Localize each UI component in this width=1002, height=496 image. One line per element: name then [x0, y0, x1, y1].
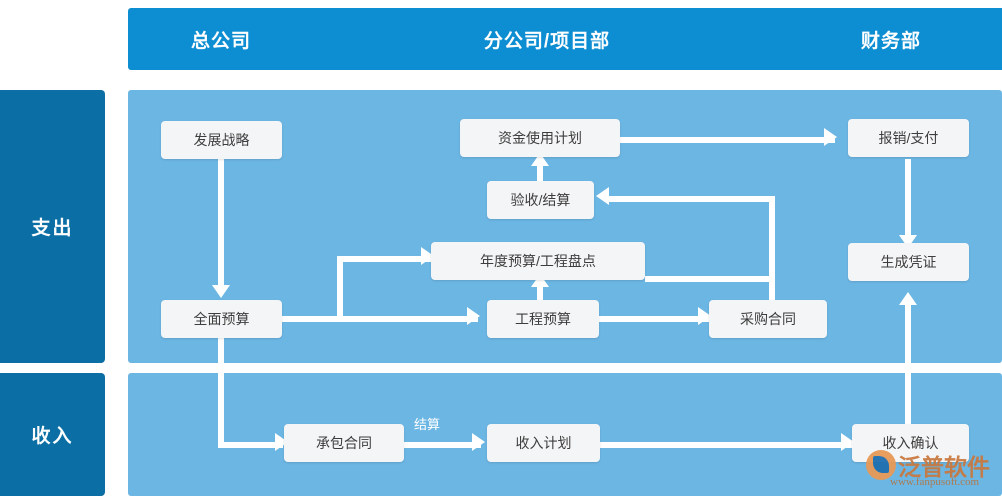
- connector-income-confirm-to-gen-voucher: [905, 300, 911, 425]
- connector-purchase-contract-up: [769, 196, 775, 300]
- node-annual-budget[interactable]: 年度预算/工程盘点: [431, 242, 645, 280]
- connector-dev-strategy-to-overall-budget: [218, 159, 224, 285]
- connector-branch-horizontal-to-annual-budget: [337, 256, 432, 262]
- node-project-budget[interactable]: 工程预算: [487, 300, 599, 338]
- node-accept-settle[interactable]: 验收/结算: [487, 181, 594, 219]
- connector-reimburse-pay-to-gen-voucher: [905, 159, 911, 235]
- connector-accept-settle-to-fund-use-plan: [537, 161, 543, 183]
- node-label: 收入确认: [882, 435, 939, 451]
- node-label: 验收/结算: [510, 192, 571, 208]
- connector-fund-use-plan-to-reimburse-pay: [620, 137, 835, 143]
- arrowhead-right: [698, 307, 711, 325]
- node-income-confirm[interactable]: 收入确认: [852, 424, 969, 462]
- connector-annual-budget-right-stub: [645, 276, 775, 282]
- connector-income-plan-to-income-confirm: [600, 442, 852, 448]
- arrowhead-down: [212, 285, 230, 298]
- arrowhead-right: [467, 307, 480, 325]
- node-label: 承包合同: [316, 435, 372, 451]
- arrowhead-right: [472, 433, 485, 451]
- node-label: 报销/支付: [878, 130, 939, 146]
- node-label: 发展战略: [193, 132, 250, 148]
- node-fund-use-plan[interactable]: 资金使用计划: [460, 119, 620, 157]
- connector-project-budget-to-annual-budget: [537, 282, 543, 304]
- node-label: 工程预算: [515, 311, 571, 327]
- node-reimburse-pay[interactable]: 报销/支付: [848, 119, 969, 157]
- header-bar: 总公司 分公司/项目部 财务部: [128, 8, 1002, 70]
- connector-overall-budget-to-project-budget: [282, 316, 478, 322]
- header-column-label: 分公司/项目部: [483, 30, 611, 52]
- node-dev-strategy[interactable]: 发展战略: [161, 121, 282, 159]
- node-label: 年度预算/工程盘点: [480, 253, 596, 269]
- connector-contract-to-income-plan: [404, 442, 481, 448]
- rail-label-text: 支出: [31, 218, 74, 239]
- arrowhead-right: [421, 247, 434, 265]
- header-column-finance: 财务部: [780, 8, 1002, 70]
- node-overall-budget[interactable]: 全面预算: [161, 300, 282, 338]
- header-column-branch-project: 分公司/项目部: [314, 8, 780, 70]
- connector-purchase-contract-to-accept-settle: [608, 196, 775, 202]
- connector-project-budget-to-purchase-contract: [599, 316, 709, 322]
- rail-label-text: 收入: [31, 426, 74, 447]
- header-column-label: 总公司: [190, 30, 251, 52]
- node-label: 生成凭证: [880, 254, 937, 270]
- rail-label-expense: 支出: [0, 90, 105, 363]
- node-label: 资金使用计划: [498, 130, 582, 146]
- edge-label-settle: 结算: [414, 414, 440, 433]
- arrowhead-right: [841, 433, 854, 451]
- connector-branch-vertical-to-annual-budget: [337, 256, 343, 322]
- node-income-plan[interactable]: 收入计划: [487, 424, 600, 462]
- node-label: 全面预算: [193, 311, 250, 327]
- arrowhead-up: [899, 292, 917, 305]
- node-label: 收入计划: [515, 435, 572, 451]
- node-label: 采购合同: [740, 311, 796, 327]
- connector-overall-budget-to-contract-horizontal: [218, 442, 283, 448]
- arrowhead-right: [824, 128, 837, 146]
- connector-overall-budget-to-contract-vertical: [218, 338, 224, 445]
- node-purchase-contract[interactable]: 采购合同: [709, 300, 827, 338]
- node-gen-voucher[interactable]: 生成凭证: [848, 243, 969, 281]
- edge-label-text: 结算: [414, 417, 441, 432]
- rail-label-income: 收入: [0, 373, 105, 496]
- node-contract[interactable]: 承包合同: [284, 424, 404, 462]
- header-column-headquarters: 总公司: [128, 8, 314, 70]
- header-column-label: 财务部: [860, 30, 921, 52]
- arrowhead-left: [596, 187, 609, 205]
